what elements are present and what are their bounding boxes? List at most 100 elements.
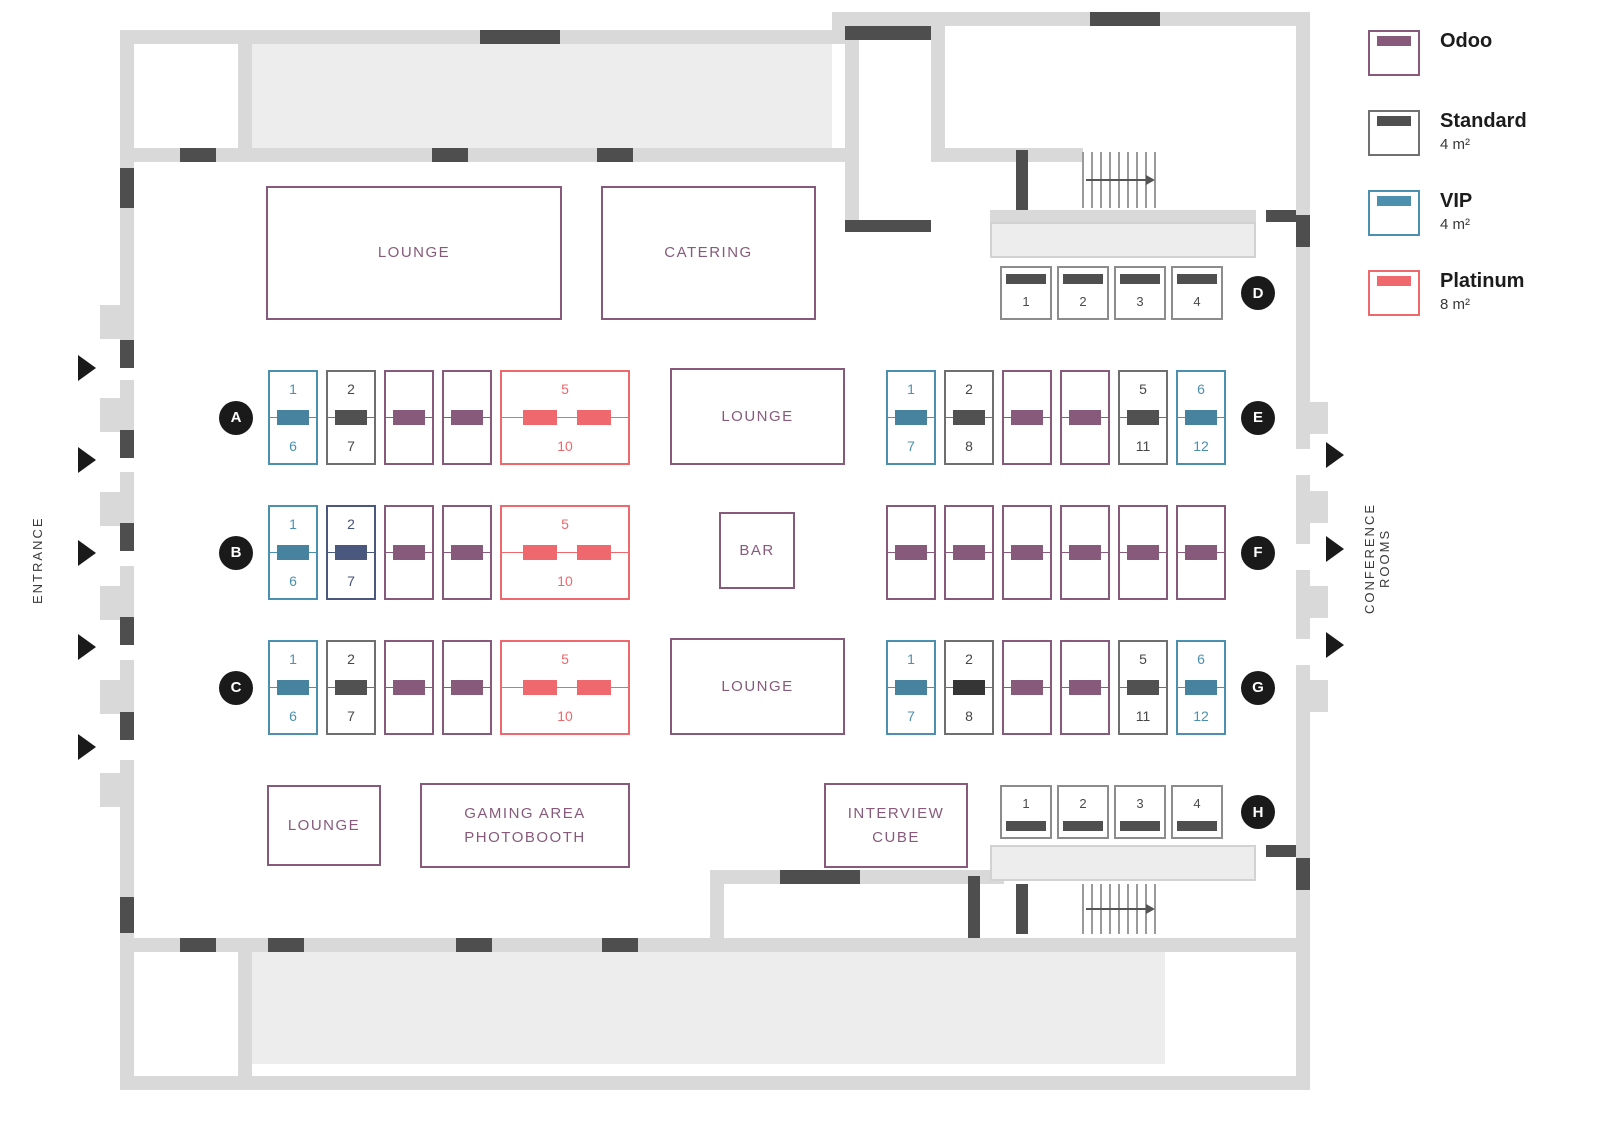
booth-H3[interactable]: 3 [1114,785,1166,839]
booth-G-3-odoo[interactable] [1002,640,1052,735]
door-tab [100,586,120,620]
booth-D2[interactable]: 2 [1057,266,1109,320]
booth-divider-line [502,552,628,553]
area-label: LOUNGE [287,816,361,834]
booth-D1[interactable]: 1 [1000,266,1052,320]
booth-table-bar [953,545,985,560]
wall-segment [1090,12,1160,26]
area-label: LOUNGE [377,244,451,262]
booth-H2[interactable]: 2 [1057,785,1109,839]
booth-H1[interactable]: 1 [1000,785,1052,839]
wall-segment [597,148,633,162]
legend-swatch-platinum-icon [1368,270,1420,316]
area-label: CUBE [872,828,920,846]
booth-A-3-odoo[interactable] [384,370,434,465]
legend-label: VIP [1440,190,1473,212]
booth-divider-line [502,417,628,418]
booth-F-6-odoo[interactable] [1176,505,1226,600]
booth-F-2-odoo[interactable] [944,505,994,600]
booth-F-5-odoo[interactable] [1118,505,1168,600]
legend-label: Odoo [1440,30,1493,52]
booth-number-top: 2 [347,381,355,397]
booth-F-3-odoo[interactable] [1002,505,1052,600]
booth-H4[interactable]: 4 [1171,785,1223,839]
booth-number-top: 1 [289,381,297,397]
wall-segment [180,938,216,952]
booth-B-4-odoo[interactable] [442,505,492,600]
booth-E-3-odoo[interactable] [1002,370,1052,465]
booth-table-bar [523,680,557,695]
booth-table-bar [1069,410,1101,425]
booth-number: 3 [1136,796,1144,811]
room [252,952,1165,1064]
booth-table-bar [1120,821,1160,831]
row-label-G: G [1241,670,1275,705]
door-tab [100,305,120,339]
booth-number-top: 2 [347,516,355,532]
booth-G-4-odoo[interactable] [1060,640,1110,735]
booth-number-bottom: 6 [289,438,297,454]
booth-D4[interactable]: 4 [1171,266,1223,320]
booth-number: 2 [1079,294,1087,309]
booth-A-4-odoo[interactable] [442,370,492,465]
booth-number-bottom: 12 [1193,438,1209,454]
booth-number-bottom: 7 [347,573,355,589]
door-tab [100,773,120,807]
booth-table-bar [1127,410,1159,425]
wall-segment [845,220,931,232]
area-interview-cube: INTERVIEW CUBE [824,783,968,868]
booth-B-3-odoo[interactable] [384,505,434,600]
booth-F-1-odoo[interactable] [886,505,936,600]
booth-table-bar [451,545,483,560]
booth-table-bar [1177,821,1217,831]
booth-table-bar [1127,680,1159,695]
booth-number-top: 6 [1197,651,1205,667]
door-tab [100,680,120,714]
door-arrow-icon [78,734,96,760]
booth-table-bar [1185,680,1217,695]
booth-number-bottom: 6 [289,573,297,589]
area-label: INTERVIEW [847,805,945,823]
wall-segment [1266,845,1296,857]
row-label-F: F [1241,535,1275,570]
wall [238,952,252,1076]
booth-C-3-odoo[interactable] [384,640,434,735]
legend-swatch-odoo-icon [1368,30,1420,76]
door-arrow-icon [78,447,96,473]
booth-table-bar [277,680,309,695]
booth-C-4-odoo[interactable] [442,640,492,735]
booth-D3[interactable]: 3 [1114,266,1166,320]
booth-table-bar [895,545,927,560]
booth-table-bar [335,410,367,425]
legend-size: 4 m² [1440,216,1470,233]
area-lounge-lower-mid: LOUNGE [670,638,845,735]
wall [238,30,252,162]
conference-rooms-label: CONFERENCE ROOMS [1362,502,1392,614]
booth-number-top: 5 [561,516,569,532]
booth-F-4-odoo[interactable] [1060,505,1110,600]
legend-size: 4 m² [1440,136,1470,153]
wall [120,148,846,162]
booth-E-4-odoo[interactable] [1060,370,1110,465]
corridor-top [990,222,1256,258]
booth-number-top: 2 [347,651,355,667]
